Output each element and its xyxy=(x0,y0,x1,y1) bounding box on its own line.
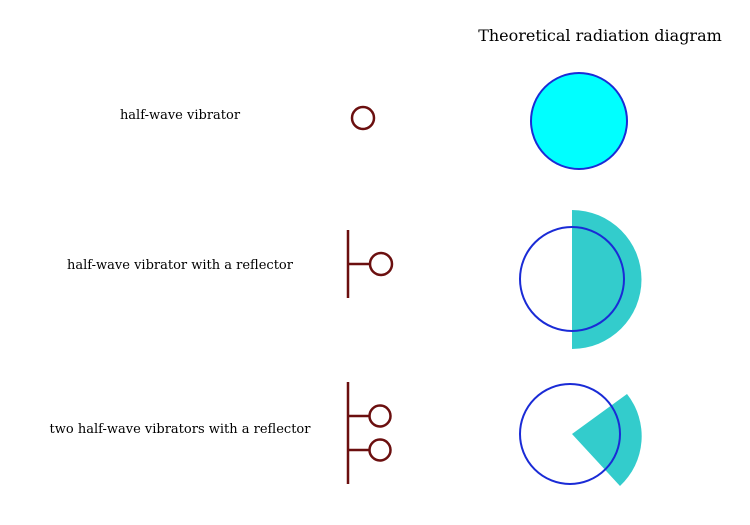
radiation-circle-outline xyxy=(519,383,621,485)
radiation-pattern-half xyxy=(519,210,642,349)
vibrator-element-lower xyxy=(368,438,392,462)
row-label-two-vibrators-with-reflector: two half-wave vibrators with a reflector xyxy=(49,422,311,437)
row-label-half-wave-vibrator: half-wave vibrator xyxy=(119,108,241,123)
vibrator-element xyxy=(350,105,376,131)
radiation-circle-outline xyxy=(519,226,625,332)
vibrator-element-upper xyxy=(368,404,392,428)
vibrator-element xyxy=(368,251,394,277)
antenna-symbol-with-reflector xyxy=(346,230,394,298)
row-label-vibrator-with-reflector: half-wave vibrator with a reflector xyxy=(67,258,293,273)
diagram-title: Theoretical radiation diagram xyxy=(478,26,722,45)
antenna-symbol-two-vibrators xyxy=(346,382,392,484)
radiation-circle-full xyxy=(530,72,628,170)
radiation-lobe-sector xyxy=(572,394,642,486)
radiation-pattern-omni xyxy=(530,72,628,170)
antenna-symbol-single xyxy=(350,105,376,131)
radiation-lobe-half xyxy=(572,210,642,349)
radiation-pattern-narrow xyxy=(519,383,642,486)
